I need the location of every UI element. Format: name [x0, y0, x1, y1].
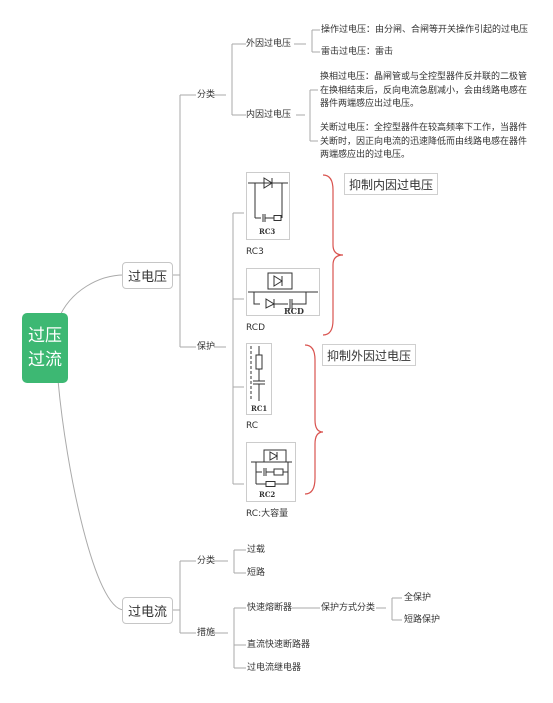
- internal-overvoltage-label[interactable]: 内因过电压: [246, 110, 292, 120]
- circuit-rc3-caption: RC3: [246, 247, 264, 257]
- oc-measures-label[interactable]: 措施: [197, 628, 216, 638]
- overcurrent-node[interactable]: 过电流: [122, 597, 173, 624]
- method-short-protection: 短路保护: [404, 615, 441, 625]
- oc-item-overload: 过载: [247, 545, 266, 555]
- circuit-rc3-figure: RC3: [246, 172, 290, 240]
- method-full-protection: 全保护: [404, 593, 432, 603]
- circuit-rc-large-caption: RC:大容量: [246, 509, 289, 519]
- callout-suppress-external[interactable]: 抑制外因过电压: [322, 344, 416, 366]
- root-line-2: 过流: [28, 350, 62, 370]
- oc-classify-label[interactable]: 分类: [197, 556, 216, 566]
- external-overvoltage-label[interactable]: 外因过电压: [246, 39, 292, 49]
- circuit-rcd-figure: RCD: [246, 268, 320, 316]
- circuit-rc-caption: RC: [246, 421, 259, 431]
- protection-method-label[interactable]: 保护方式分类: [321, 603, 376, 613]
- internal-item-commutation: 换相过电压：晶闸管或与全控型器件反并联的二极管在换相结束后，反向电流急剧减小，会…: [320, 72, 528, 109]
- circuit-rcd-caption: RCD: [246, 323, 266, 333]
- ov-protect-label[interactable]: 保护: [197, 342, 216, 352]
- brace-internal: [322, 174, 344, 336]
- root-node[interactable]: 过压 过流: [22, 313, 68, 383]
- brace-external: [304, 344, 324, 495]
- oc-item-shortcircuit: 短路: [247, 568, 266, 578]
- circuit-rc-figure: RC1: [246, 343, 272, 415]
- rc-figure-label: RC1: [251, 404, 267, 413]
- rcd-figure-label: RCD: [284, 306, 304, 316]
- callout-suppress-internal[interactable]: 抑制内因过电压: [344, 173, 438, 195]
- internal-item-turnoff: 关断过电压：全控型器件在较高频率下工作，当器件关断时，因正向电流的迅速降低而由线…: [320, 123, 528, 160]
- overcurrent-relay-label: 过电流继电器: [247, 663, 302, 673]
- external-item-operation: 操作过电压：由分闸、合闸等开关操作引起的过电压: [321, 25, 529, 35]
- overvoltage-node[interactable]: 过电压: [122, 262, 173, 289]
- dc-fast-breaker-label: 直流快速断路器: [247, 640, 311, 650]
- fast-fuse-label[interactable]: 快速熔断器: [247, 603, 293, 613]
- root-line-1: 过压: [28, 326, 62, 346]
- ov-classify-label[interactable]: 分类: [197, 90, 216, 100]
- rc-large-figure-label: RC2: [259, 490, 275, 499]
- rc3-figure-label: RC3: [259, 227, 275, 236]
- circuit-rc-large-figure: RC2: [246, 442, 296, 502]
- external-item-lightning: 雷击过电压：雷击: [321, 47, 394, 57]
